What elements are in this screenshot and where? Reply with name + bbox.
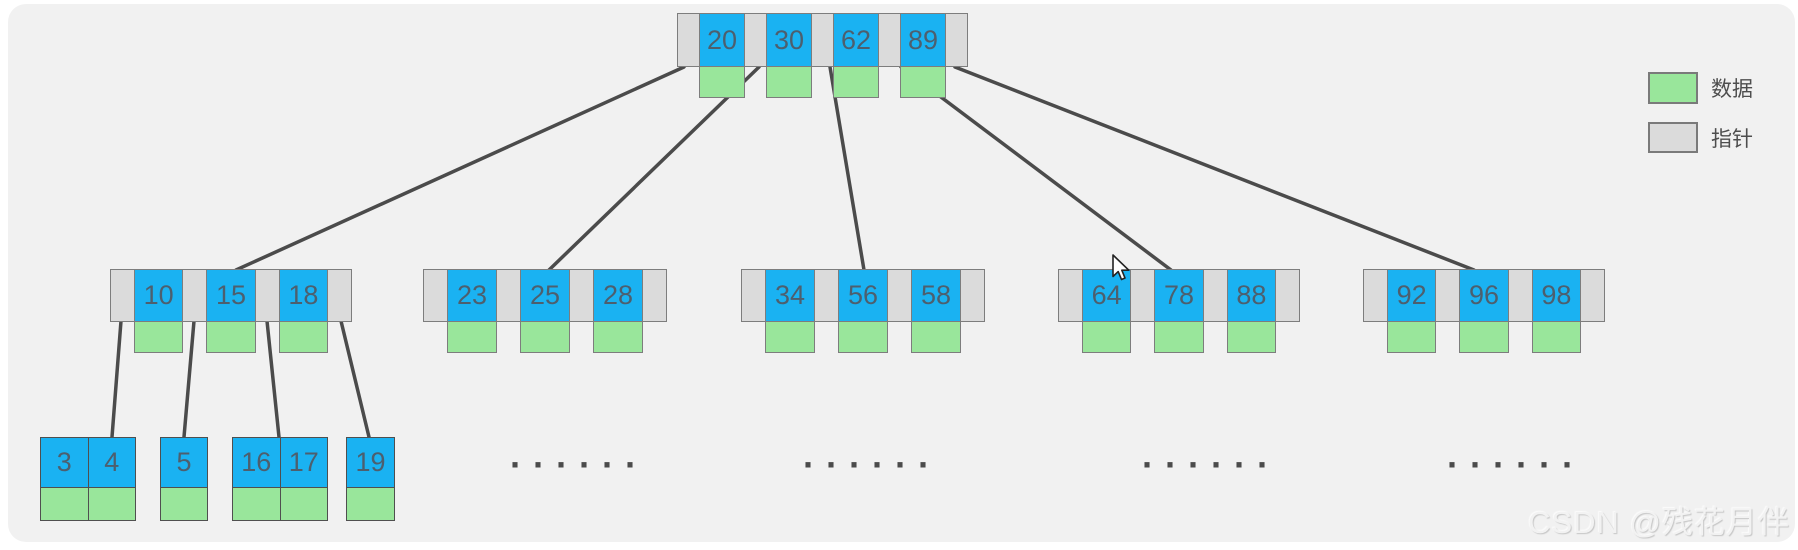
pointer-cell bbox=[1435, 269, 1461, 322]
ellipsis-dots: ······ bbox=[803, 444, 941, 485]
data-cell bbox=[1531, 321, 1582, 353]
data-cell bbox=[1386, 321, 1437, 353]
data-cell bbox=[699, 66, 745, 98]
key-cell: 88 bbox=[1226, 269, 1277, 322]
legend-item-pointer: 指针 bbox=[1648, 122, 1753, 153]
data-cell bbox=[1226, 321, 1277, 353]
key-cell: 96 bbox=[1459, 269, 1509, 322]
pointer-cell bbox=[960, 269, 985, 322]
legend-item-data: 数据 bbox=[1648, 72, 1753, 104]
legend: 数据 指针 bbox=[1648, 72, 1753, 153]
key-cell: 98 bbox=[1531, 269, 1582, 322]
internal-node-5: 92 96 98 bbox=[1363, 269, 1605, 353]
key-cell: 17 bbox=[279, 437, 328, 488]
data-cell bbox=[1459, 321, 1509, 353]
key-cell: 34 bbox=[764, 269, 815, 322]
data-cell bbox=[519, 321, 570, 353]
key-cell: 78 bbox=[1154, 269, 1204, 322]
legend-label: 数据 bbox=[1711, 78, 1753, 101]
key-cell: 3 bbox=[40, 437, 89, 488]
ellipsis-dots: ······ bbox=[1142, 444, 1280, 485]
key-cell: 64 bbox=[1081, 269, 1132, 322]
data-cell bbox=[592, 321, 643, 353]
data-cell bbox=[1081, 321, 1132, 353]
pointer-cell bbox=[878, 13, 902, 67]
internal-node-3: 34 56 58 bbox=[741, 269, 985, 353]
pointer-cell bbox=[1202, 269, 1228, 322]
pointer-cell bbox=[254, 269, 280, 322]
pointer-cell bbox=[887, 269, 912, 322]
data-cell bbox=[764, 321, 815, 353]
pointer-cell bbox=[1363, 269, 1388, 322]
pointer-cell bbox=[1058, 269, 1083, 322]
pointer-cell bbox=[1507, 269, 1533, 322]
pointer-cell bbox=[677, 13, 701, 67]
data-cell bbox=[87, 487, 136, 521]
leaf-node-1: 3 4 bbox=[40, 437, 136, 521]
pointer-swatch bbox=[1648, 122, 1698, 153]
watermark: CSDN @残花月伴 bbox=[1528, 505, 1790, 540]
pointer-cell bbox=[496, 269, 521, 322]
pointer-cell bbox=[423, 269, 448, 322]
key-cell: 15 bbox=[206, 269, 256, 322]
ellipsis-dots: ······ bbox=[1447, 444, 1585, 485]
data-cell bbox=[900, 66, 946, 98]
pointer-cell bbox=[945, 13, 969, 67]
pointer-cell bbox=[569, 269, 594, 322]
key-cell: 62 bbox=[833, 13, 879, 67]
leaf-node-3: 16 17 bbox=[232, 437, 328, 521]
data-cell bbox=[160, 487, 208, 521]
pointer-cell bbox=[744, 13, 768, 67]
mouse-cursor bbox=[1112, 254, 1130, 281]
internal-node-4: 64 78 88 bbox=[1058, 269, 1300, 353]
key-cell: 16 bbox=[232, 437, 281, 488]
pointer-cell bbox=[1275, 269, 1300, 322]
data-cell bbox=[446, 321, 497, 353]
pointer-cell bbox=[642, 269, 667, 322]
data-cell bbox=[1154, 321, 1204, 353]
key-cell: 89 bbox=[900, 13, 946, 67]
pointer-cell bbox=[327, 269, 352, 322]
data-swatch bbox=[1648, 72, 1698, 104]
data-cell bbox=[133, 321, 184, 353]
key-cell: 19 bbox=[346, 437, 395, 488]
pointer-cell bbox=[182, 269, 208, 322]
key-cell: 28 bbox=[592, 269, 643, 322]
key-cell: 56 bbox=[837, 269, 888, 322]
pointer-cell bbox=[1580, 269, 1605, 322]
ellipsis-dots: ······ bbox=[510, 444, 648, 485]
data-cell bbox=[910, 321, 961, 353]
pointer-cell bbox=[110, 269, 135, 322]
data-cell bbox=[232, 487, 281, 521]
root-node: 20 30 62 89 bbox=[677, 13, 969, 98]
key-cell: 92 bbox=[1386, 269, 1437, 322]
internal-node-2: 23 25 28 bbox=[423, 269, 667, 353]
data-cell bbox=[837, 321, 888, 353]
legend-label: 指针 bbox=[1711, 127, 1753, 151]
pointer-cell bbox=[814, 269, 839, 322]
key-cell: 20 bbox=[699, 13, 745, 67]
pointer-cell bbox=[741, 269, 766, 322]
key-cell: 4 bbox=[87, 437, 136, 488]
key-cell: 5 bbox=[160, 437, 208, 488]
key-cell: 25 bbox=[519, 269, 570, 322]
internal-node-1: 10 15 18 bbox=[110, 269, 352, 353]
data-cell bbox=[279, 487, 328, 521]
key-cell: 58 bbox=[910, 269, 961, 322]
data-cell bbox=[833, 66, 879, 98]
key-cell: 30 bbox=[766, 13, 812, 67]
pointer-cell bbox=[811, 13, 835, 67]
data-cell bbox=[206, 321, 256, 353]
leaf-node-2: 5 bbox=[160, 437, 208, 521]
key-cell: 18 bbox=[278, 269, 329, 322]
key-cell: 23 bbox=[446, 269, 497, 322]
key-cell: 10 bbox=[133, 269, 184, 322]
leaf-node-4: 19 bbox=[346, 437, 395, 521]
data-cell bbox=[278, 321, 329, 353]
data-cell bbox=[346, 487, 395, 521]
data-cell bbox=[766, 66, 812, 98]
data-cell bbox=[40, 487, 89, 521]
